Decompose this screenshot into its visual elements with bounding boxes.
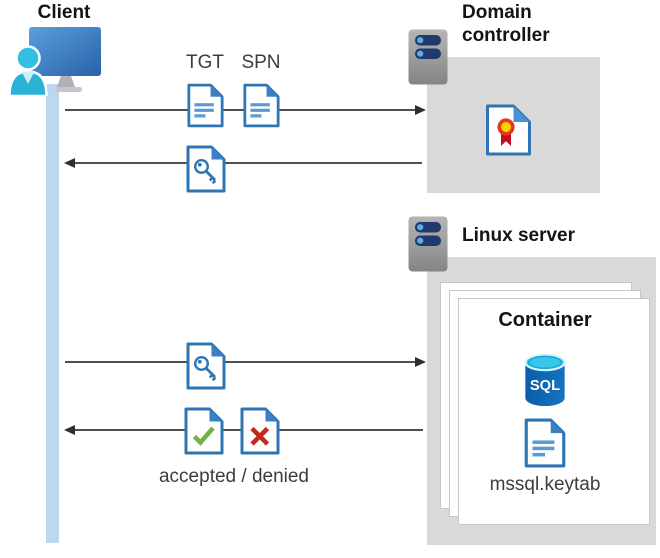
arrow-ticket-response — [75, 162, 422, 164]
keytab-document-icon — [524, 418, 566, 468]
keytab-label: mssql.keytab — [489, 474, 601, 495]
arrow-ticket-response-head — [64, 157, 75, 168]
linux-server-label: Linux server — [462, 225, 575, 246]
container-sheet-front — [458, 298, 650, 525]
tgt-label: TGT — [186, 52, 224, 73]
sql-label: SQL — [530, 378, 560, 394]
container-label: Container — [498, 309, 592, 331]
client-lifeline — [46, 84, 59, 543]
spn-document-icon — [243, 82, 280, 129]
domain-controller-server-icon — [408, 29, 448, 85]
domain-controller-label-line1: Domain — [462, 2, 532, 23]
sql-database-icon: SQL — [524, 353, 566, 407]
certificate-document-icon — [486, 104, 531, 156]
key-document-icon — [186, 342, 226, 390]
domain-controller-label-line2: controller — [462, 25, 550, 46]
spn-label: SPN — [241, 52, 281, 73]
arrow-ticket-request-head — [415, 356, 426, 367]
key-document-icon — [186, 145, 226, 193]
accepted-denied-label: accepted / denied — [158, 466, 310, 487]
arrow-tgt-spn-request — [65, 109, 416, 111]
client-label: Client — [37, 2, 91, 23]
arrow-result-response-head — [64, 424, 75, 435]
arrow-tgt-spn-request-head — [415, 104, 426, 115]
accepted-document-icon — [184, 407, 224, 455]
denied-document-icon — [240, 407, 280, 455]
arrow-ticket-request — [65, 361, 416, 363]
tgt-document-icon — [187, 82, 224, 129]
person-at-monitor-icon — [8, 27, 101, 96]
linux-server-icon — [408, 216, 448, 272]
